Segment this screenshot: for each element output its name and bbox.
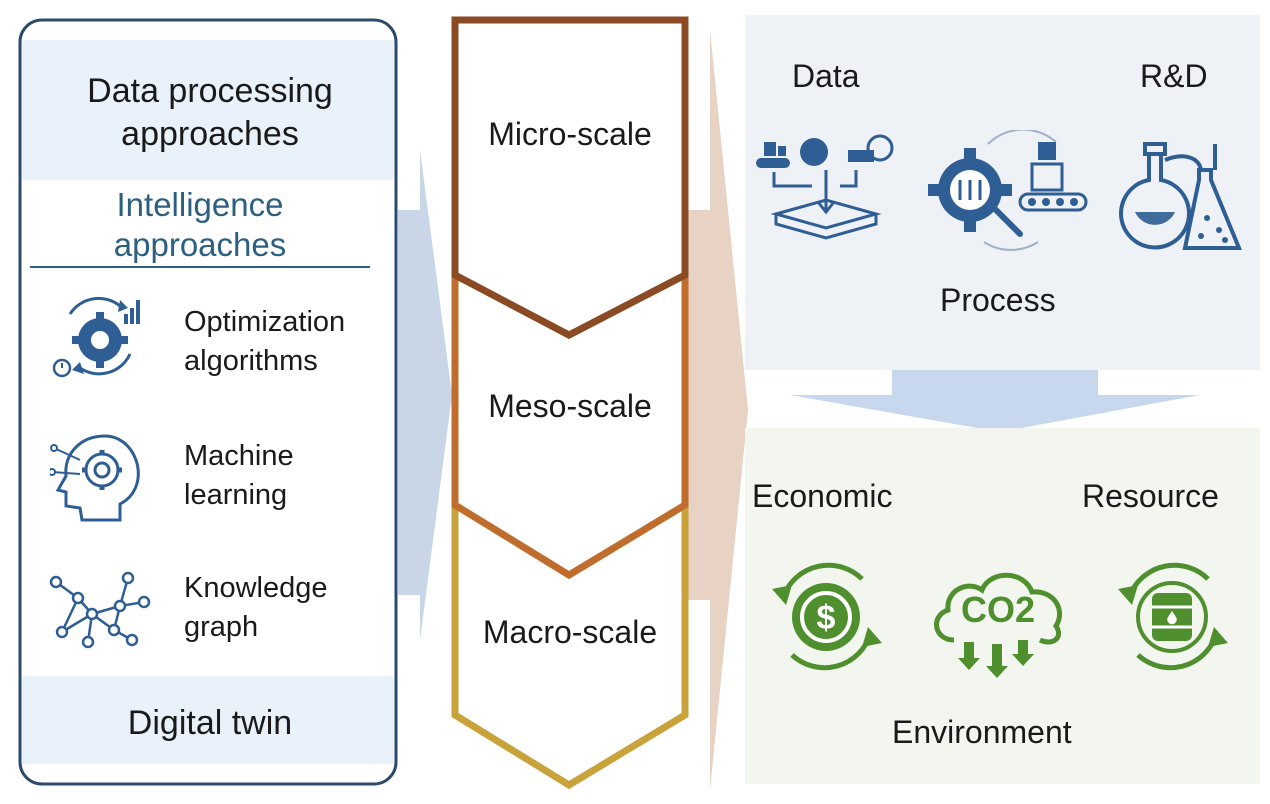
micro-scale-label: Micro-scale: [488, 116, 652, 152]
data-label: Data: [792, 58, 860, 94]
knowledge-graph-label: Knowledge graph: [184, 572, 328, 643]
machine-learning-label: Machine learning: [184, 440, 294, 511]
left-panel-footer-band: [22, 676, 394, 764]
intelligence-approaches-text: Intelligence approaches: [30, 185, 370, 268]
gear-optimization-icon: [52, 296, 140, 378]
co2-text: CO2: [961, 589, 1035, 630]
head-gear-icon: [50, 434, 140, 522]
co2-cloud-icon: CO2: [934, 572, 1063, 678]
connector-arrow: [790, 395, 1200, 432]
resource-label: Resource: [1082, 478, 1219, 514]
intelligence-approaches-title: Intelligence approaches: [30, 185, 370, 268]
digital-twin-label: Digital twin: [127, 704, 293, 742]
svg-text:$: $: [817, 599, 836, 637]
micro-chevron: [451, 16, 689, 339]
macro-scale-label: Macro-scale: [482, 614, 658, 650]
rd-label: R&D: [1140, 58, 1208, 94]
middle-flow-arrow: [688, 30, 748, 790]
dollar-cycle-icon: $: [772, 562, 882, 671]
left-panel: [18, 18, 398, 786]
optimization-label: Optimization algorithms: [184, 306, 346, 377]
left-flow-arrow: [398, 150, 452, 640]
process-gear-icon: [928, 130, 1088, 251]
data-processing-title: Data processing approaches: [87, 72, 333, 153]
left-panel-header-band: [22, 40, 394, 180]
connector-stem: [892, 370, 1098, 398]
flask-icon: [1119, 142, 1242, 250]
oil-barrel-cycle-icon: [1118, 562, 1228, 671]
graph-network-icon: [49, 571, 151, 649]
environment-label: Environment: [892, 714, 1072, 750]
economic-label: Economic: [752, 478, 893, 514]
process-label: Process: [940, 282, 1056, 318]
meso-scale-label: Meso-scale: [488, 388, 652, 424]
data-collection-icon: [756, 134, 894, 240]
